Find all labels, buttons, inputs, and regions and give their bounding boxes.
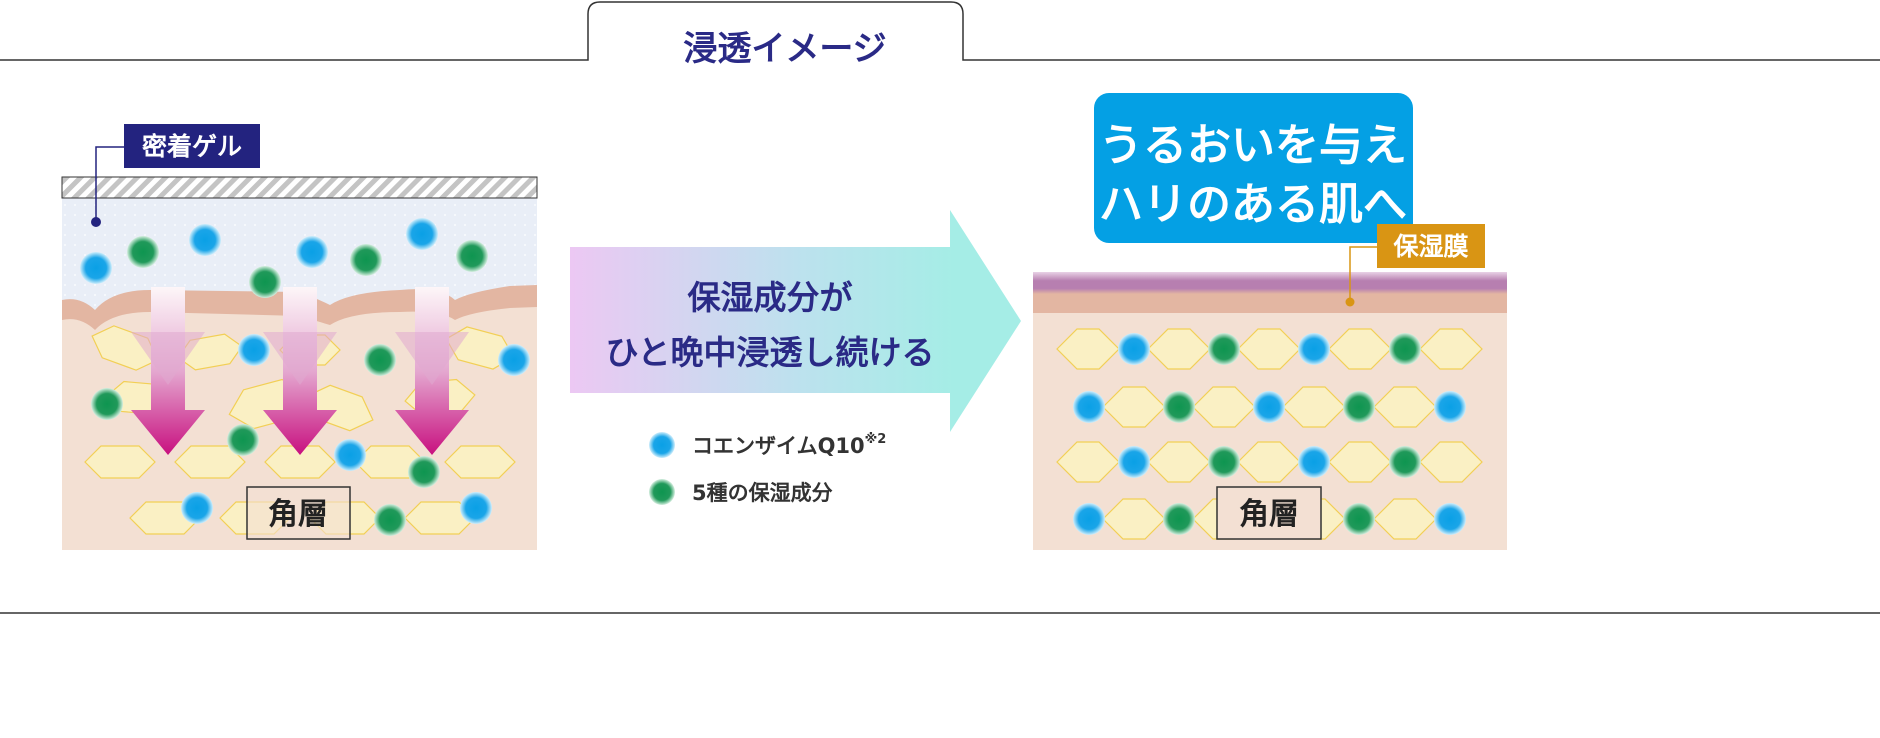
cell-hexagon (444, 445, 516, 479)
legend-blue-molecule-icon (649, 432, 675, 458)
moisturizer-molecule (1163, 391, 1195, 423)
moisturizer-molecule (1389, 333, 1421, 365)
gel-label-box (124, 124, 260, 168)
left-skin-panel: 角層 密着ゲル (61, 124, 538, 550)
headline-line2: ハリのある肌へ (1099, 179, 1407, 230)
arrow-text-line2: ひと晩中浸透し続ける (605, 333, 934, 372)
gel-leader-line (95, 146, 124, 222)
coq10-molecule (334, 439, 366, 471)
layer-label: 角層 (268, 497, 328, 532)
coq10-molecule (1253, 391, 1285, 423)
film-leader-line (1349, 246, 1378, 302)
moisturizer-molecule (350, 244, 382, 276)
coq10-molecule (1434, 391, 1466, 423)
headline-box (1094, 93, 1413, 243)
moisturizer-molecule (408, 456, 440, 488)
film-label-box (1377, 224, 1485, 268)
legend-green-molecule-icon (649, 479, 675, 505)
coq10-molecule (296, 236, 328, 268)
legend-label-coq10: コエンザイムQ10※2 (692, 432, 886, 458)
coq10-molecule (1118, 446, 1150, 478)
coq10-molecule (238, 334, 270, 366)
transition-arrow: 保湿成分が ひと晩中浸透し続ける (570, 210, 1021, 432)
diagram-title: 浸透イメージ (683, 29, 886, 69)
layer-label: 角層 (1239, 497, 1299, 532)
moisturizer-molecule (91, 388, 123, 420)
moisturizer-molecule (1208, 446, 1240, 478)
layer-label-box (1216, 486, 1322, 540)
coq10-molecule (189, 224, 221, 256)
right-skin-panel: 角層 うるおいを与え ハリのある肌へ 保湿膜 (1033, 93, 1507, 550)
moisturizer-molecule (456, 240, 488, 272)
cell-hexagon (264, 445, 336, 479)
moisturizer-molecule (1343, 503, 1375, 535)
sheet-layer (61, 176, 538, 199)
cell-hexagon (1419, 328, 1483, 370)
coq10-molecule (1073, 391, 1105, 423)
moisturizer-molecule (227, 424, 259, 456)
moisturizer-molecule (127, 236, 159, 268)
headline-line1: うるおいを与え (1099, 120, 1407, 171)
coq10-molecule (406, 218, 438, 250)
layer-label-box (246, 486, 351, 540)
cell-hexagon (1419, 441, 1483, 483)
moisturizer-molecule (364, 344, 396, 376)
moisturizer-molecule (1163, 503, 1195, 535)
penetration-arrow-shadow (131, 332, 205, 385)
coq10-molecule (1298, 446, 1330, 478)
moisturizer-molecule (1343, 391, 1375, 423)
penetration-arrow-shadow (395, 332, 469, 385)
moisturizer-molecule (374, 504, 406, 536)
cell-hexagon (84, 445, 156, 479)
legend-label-moisturizers: 5種の保湿成分 (692, 481, 833, 505)
coq10-molecule (1073, 503, 1105, 535)
skin-surface (1033, 292, 1507, 313)
moisturizer-molecule (249, 266, 281, 298)
moisturizer-molecule (1208, 333, 1240, 365)
legend: コエンザイムQ10※2 5種の保湿成分 (649, 432, 886, 505)
coq10-molecule (460, 492, 492, 524)
cell-hexagon (174, 445, 246, 479)
film-label: 保湿膜 (1392, 232, 1468, 261)
gel-label: 密着ゲル (142, 132, 242, 161)
arrow-text-line1: 保湿成分が (688, 278, 853, 317)
coq10-molecule (1434, 503, 1466, 535)
big-right-arrow (570, 210, 1021, 432)
moisturizer-molecule (1389, 446, 1421, 478)
coq10-molecule (80, 252, 112, 284)
coq10-molecule (498, 344, 530, 376)
coq10-molecule (1298, 333, 1330, 365)
moisture-film (1033, 272, 1507, 294)
coq10-molecule (1118, 333, 1150, 365)
gel-leader-dot (91, 217, 101, 227)
penetration-arrow-shadow (263, 332, 337, 385)
film-leader-dot (1345, 297, 1355, 307)
header-tab-outline (0, 1, 1880, 61)
coq10-molecule (181, 492, 213, 524)
